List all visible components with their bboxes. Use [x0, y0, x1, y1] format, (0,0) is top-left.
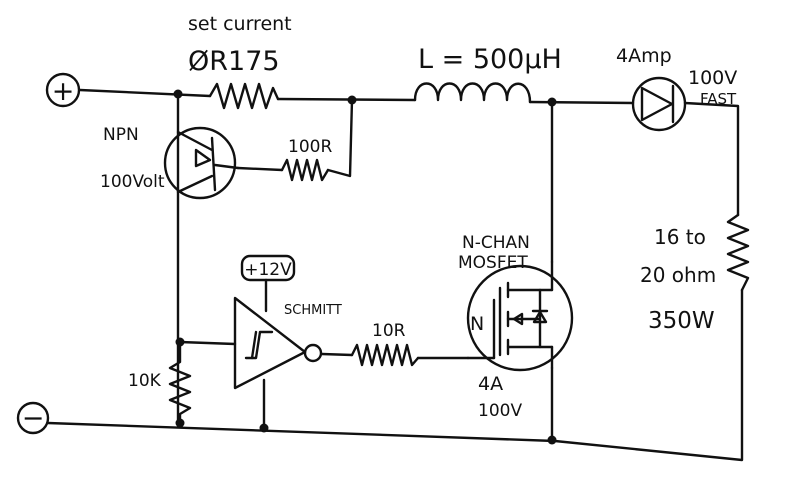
fast-diode: [631, 76, 687, 132]
supply-12v-label: +12V: [244, 260, 292, 280]
sense-resistor-label: ØR175: [188, 46, 280, 77]
schmitt-inverter: [233, 296, 323, 390]
gate-wire: [320, 352, 354, 357]
pull-resistor: [168, 343, 192, 424]
inductor-label: L = 500µH: [418, 44, 562, 75]
diode-current-label: 4Amp: [616, 45, 672, 67]
npn-label: NPN: [103, 125, 139, 145]
junction-dot: [175, 418, 185, 428]
diode-type-label: FAST: [700, 90, 737, 108]
top-rail-wire: [78, 88, 212, 98]
inductor: [413, 82, 532, 104]
junction-dots: [173, 89, 557, 445]
bottom-rail-wire: [46, 288, 744, 462]
junction-dot: [175, 337, 185, 347]
mosfet-voltage-label: 100V: [478, 401, 522, 421]
minus-terminal-label: −: [22, 403, 45, 434]
sense-node-wire: [326, 98, 354, 178]
junction-dot: [173, 89, 183, 99]
n-channel-mosfet: [466, 260, 574, 372]
npn-voltage-label: 100Volt: [100, 172, 165, 192]
base-wire: [236, 166, 284, 172]
load-label-1: 16 to: [654, 225, 706, 249]
minus-terminal: −: [16, 401, 50, 435]
junction-dot: [259, 423, 269, 433]
sense-resistor: [208, 82, 280, 110]
supply-12v-box: +12V: [240, 254, 296, 282]
plus-terminal: +: [45, 72, 81, 108]
npn-transistor: [163, 126, 240, 200]
mosfet-current-label: 4A: [478, 373, 503, 395]
junction-dot: [347, 95, 357, 105]
base-resistor: [280, 158, 330, 182]
gate-resistor-label: 10R: [372, 321, 406, 341]
junction-dot: [547, 435, 557, 445]
junction-dot: [547, 97, 557, 107]
schmitt-input-wire: [178, 340, 237, 346]
mosfet-type-label-1: N-CHAN: [462, 233, 530, 253]
load-label-3: 350W: [648, 308, 715, 334]
schmitt-label: SCHMITT: [284, 303, 342, 318]
pull-resistor-label: 10K: [128, 371, 162, 391]
top-rail-wire-2: [276, 97, 417, 102]
load-label-2: 20 ohm: [640, 263, 716, 287]
wires: [46, 88, 744, 462]
plus-terminal-label: +: [52, 76, 75, 107]
gate-resistor: [350, 343, 420, 367]
base-resistor-label: 100R: [288, 137, 332, 157]
mosfet-type-label-2: MOSFET: [458, 253, 528, 273]
load-resistor: [726, 213, 750, 292]
top-rail-wire-3: [528, 100, 635, 105]
top-rail-wire-4: [683, 101, 740, 217]
mosfet-n-label: N: [470, 313, 484, 335]
diode-voltage-label: 100V: [688, 67, 737, 89]
set-current-label: set current: [188, 13, 292, 35]
